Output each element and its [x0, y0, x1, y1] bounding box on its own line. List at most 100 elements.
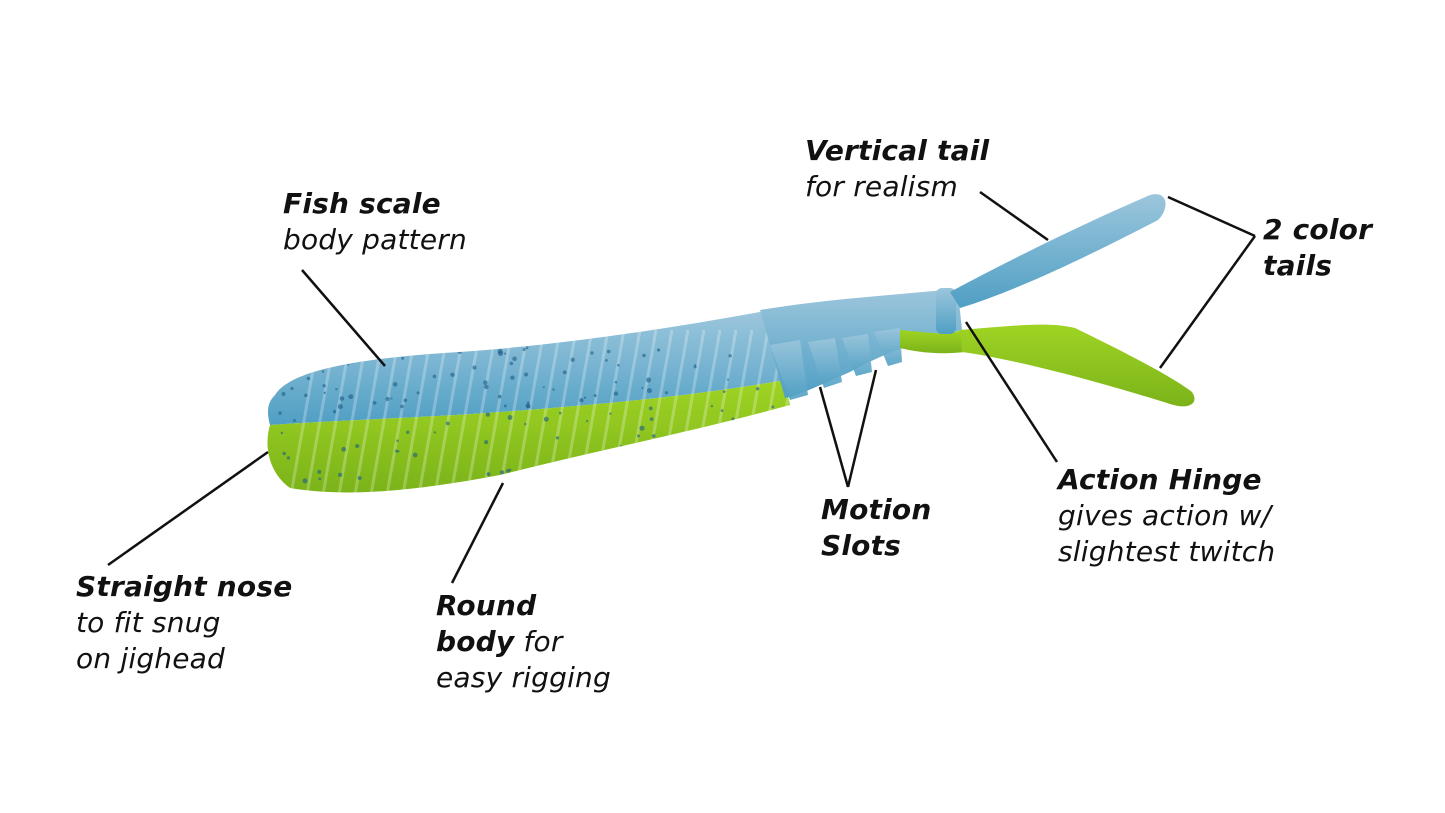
glitter-fleck	[629, 453, 632, 457]
glitter-fleck	[433, 431, 436, 434]
motion-slot-1	[770, 340, 808, 400]
leader-straight-nose	[107, 450, 269, 567]
glitter-fleck	[484, 440, 489, 445]
glitter-fleck	[646, 377, 652, 383]
glitter-fleck	[497, 394, 502, 399]
glitter-fleck	[485, 412, 490, 417]
glitter-fleck	[613, 391, 619, 396]
body-green-belly	[267, 380, 790, 493]
glitter-fleck	[642, 353, 646, 358]
glitter-fleck	[609, 412, 612, 415]
leader-motion-slots-right	[846, 369, 878, 488]
glitter-fleck	[721, 480, 726, 484]
glitter-fleck	[512, 356, 517, 362]
glitter-fleck	[673, 444, 677, 448]
glitter-fleck	[564, 476, 567, 479]
glitter-fleck	[579, 398, 584, 403]
glitter-fleck	[302, 478, 308, 484]
glitter-fleck	[457, 349, 463, 354]
fish-scale-desc: body pattern	[283, 223, 467, 256]
straight-nose-desc-2: on jighead	[76, 642, 226, 675]
glitter-fleck	[664, 391, 668, 395]
glitter-fleck	[401, 356, 405, 360]
glitter-fleck	[412, 452, 418, 458]
callout-motion-slots: Motion Slots	[821, 492, 931, 564]
glitter-fleck	[761, 476, 767, 482]
glitter-fleck	[278, 411, 282, 415]
callout-straight-nose: Straight nose to fit snug on jighead	[76, 569, 292, 677]
glitter-fleck	[445, 421, 450, 426]
two-color-line1: 2 color	[1263, 213, 1373, 246]
glitter-fleck	[348, 394, 354, 400]
glitter-fleck	[444, 343, 447, 346]
scale-ridge	[416, 329, 450, 493]
glitter-fleck	[318, 477, 322, 481]
glitter-fleck	[586, 419, 589, 423]
glitter-fleck	[639, 425, 645, 431]
glitter-fleck	[608, 469, 612, 472]
glitter-fleck	[668, 442, 672, 446]
glitter-fleck	[335, 388, 338, 391]
glitter-fleck	[614, 380, 618, 384]
motion-slot-3	[842, 334, 872, 376]
callout-fish-scale: Fish scale body pattern	[283, 186, 467, 258]
glitter-fleck	[558, 411, 562, 415]
glitter-fleck	[320, 362, 325, 367]
vertical-tail-title: Vertical tail	[805, 134, 990, 167]
glitter-fleck	[403, 398, 408, 403]
glitter-fleck	[357, 476, 362, 481]
glitter-fleck	[637, 434, 640, 438]
glitter-fleck	[390, 397, 393, 400]
glitter-fleck	[400, 404, 404, 409]
glitter-fleck	[497, 348, 503, 354]
vertical-tail-green	[960, 324, 1195, 407]
glitter-fleck	[555, 436, 560, 440]
glitter-fleck	[432, 374, 437, 379]
glitter-fleck	[583, 396, 587, 399]
glitter-fleck	[570, 357, 575, 362]
action-hinge-ring	[936, 288, 956, 334]
glitter-fleck	[450, 372, 455, 377]
motion-slot-2	[808, 338, 842, 388]
glitter-fleck	[323, 391, 326, 395]
glitter-fleck	[753, 428, 756, 431]
glitter-fleck	[486, 472, 491, 477]
glitter-fleck	[394, 449, 398, 453]
vertical-tail-desc: for realism	[805, 170, 958, 203]
glitter-fleck	[522, 348, 526, 352]
glitter-fleck	[350, 360, 354, 364]
glitter-fleck	[771, 405, 775, 409]
glitter-fleck	[306, 376, 311, 381]
leader-action-hinge	[964, 321, 1059, 463]
callout-action-hinge: Action Hinge gives action w/ slightest t…	[1058, 462, 1275, 570]
glitter-fleck	[751, 458, 755, 463]
scale-ridge	[432, 329, 466, 493]
round-body-line1: Round	[436, 589, 537, 622]
glitter-fleck	[509, 361, 514, 366]
glitter-fleck	[526, 401, 530, 405]
glitter-fleck	[605, 359, 608, 362]
glitter-fleck	[396, 439, 399, 443]
motion-slots-line2: Slots	[821, 529, 902, 562]
glitter-fleck	[694, 465, 697, 468]
leader-two-color-upper	[1167, 195, 1256, 238]
scale-ridge	[368, 329, 402, 493]
glitter-fleck	[483, 384, 489, 390]
callout-round-body: Round body for easy rigging	[436, 588, 611, 696]
glitter-fleck	[509, 468, 512, 472]
glitter-fleck	[606, 349, 611, 354]
glitter-fleck	[525, 346, 529, 350]
glitter-fleck	[506, 482, 512, 488]
glitter-fleck	[651, 434, 656, 438]
glitter-fleck	[755, 387, 760, 391]
glitter-fleck	[526, 404, 531, 409]
glitter-fleck	[527, 473, 532, 479]
leader-round-body	[450, 482, 505, 584]
glitter-fleck	[392, 382, 398, 387]
glitter-fleck	[653, 455, 658, 460]
glitter-fleck	[646, 388, 652, 394]
glitter-fleck	[758, 416, 761, 419]
glitter-fleck	[552, 388, 555, 391]
glitter-fleck	[543, 416, 549, 422]
